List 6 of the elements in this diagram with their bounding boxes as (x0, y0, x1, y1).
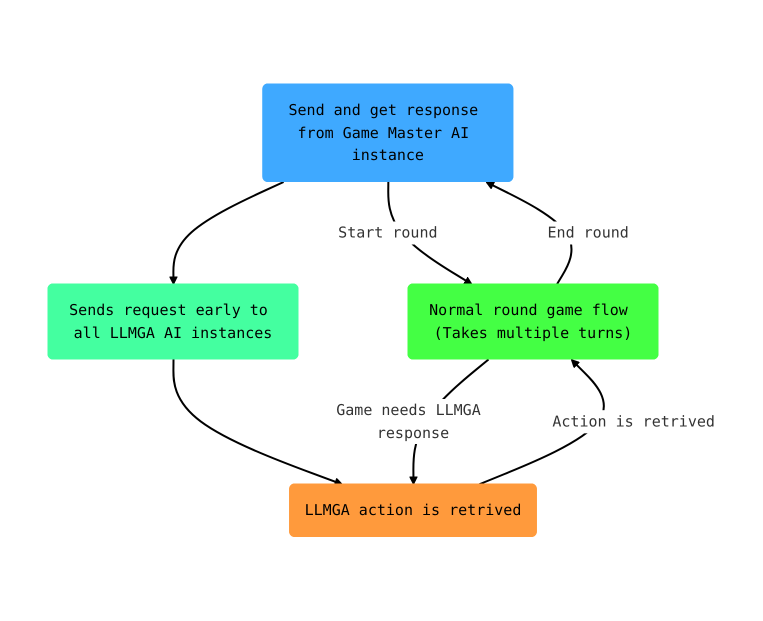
edge-label: Action is retrived (552, 412, 715, 430)
arrow (172, 360, 343, 486)
edge-label: Start round (338, 224, 438, 242)
arrow (169, 181, 284, 286)
edge-label: End round (548, 224, 629, 242)
edge-label: Game needs LLMGA response (336, 401, 481, 442)
